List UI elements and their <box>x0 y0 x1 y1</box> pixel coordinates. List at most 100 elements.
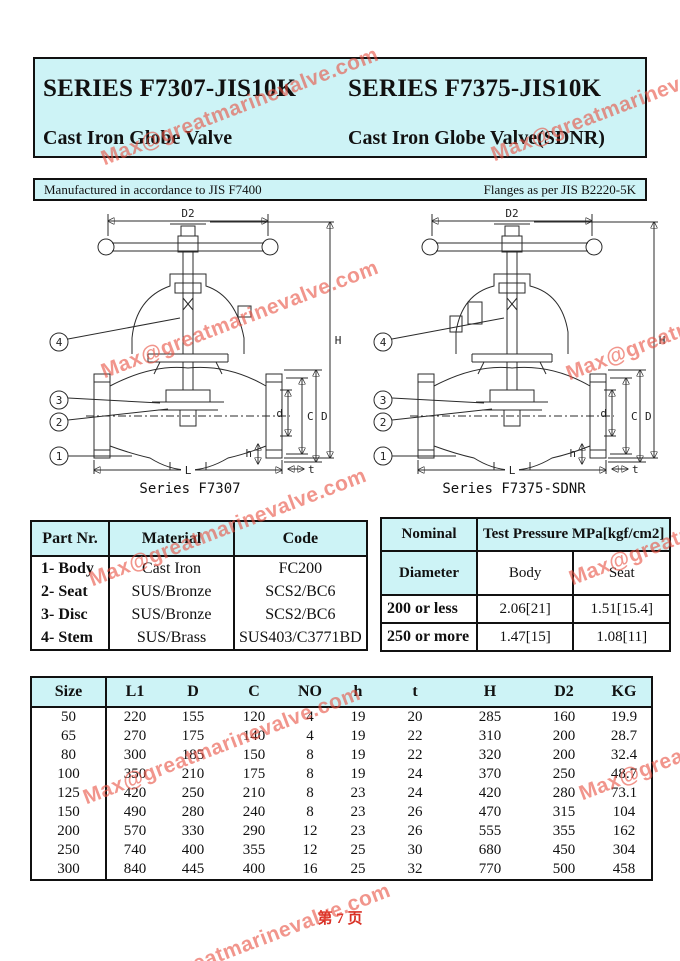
dim-label-d2: D2 <box>181 207 194 220</box>
cell: 120 <box>242 709 266 725</box>
test-pressure-header: Test Pressure MPa[kgf/cm2] <box>475 517 672 552</box>
cell: 400 <box>181 842 205 858</box>
cell: 19 <box>350 747 366 763</box>
diagram-f7375: 4 3 2 1 D2 H d C <box>356 206 672 497</box>
column-header: D2 <box>531 677 597 708</box>
column-header: h <box>335 677 381 708</box>
cell: 8 <box>306 766 314 782</box>
callouts: 4 3 2 1 <box>49 317 181 466</box>
seat-subheader: Seat <box>572 550 672 596</box>
cell: 490 <box>123 804 147 820</box>
callout-2: 2 <box>380 416 387 429</box>
dim-label-t: t <box>308 463 315 476</box>
valve-drawing-f7307: 4 3 2 1 D2 H d C <box>49 207 342 477</box>
cell: 104 <box>612 804 636 820</box>
cell: 200 <box>31 822 107 841</box>
cell: 23 <box>350 785 366 801</box>
pressure-header-row-2: Diameter Body Seat <box>380 550 672 596</box>
cell: 150 <box>31 803 107 822</box>
callout-3: 3 <box>56 394 63 407</box>
cell: 160 <box>552 709 576 725</box>
dim-label-h: H <box>335 334 342 347</box>
subtitle-left: Cast Iron Globe Valve <box>43 127 233 149</box>
cell: SUS/Brass <box>108 626 235 650</box>
cell: 26 <box>407 804 423 820</box>
cell: 445 <box>181 861 205 877</box>
pressure-table: Nominal Test Pressure MPa[kgf/cm2] Diame… <box>380 517 672 652</box>
column-header: KG <box>597 677 652 708</box>
cell: 26 <box>407 823 423 839</box>
column-header: C <box>223 677 285 708</box>
cell: 458 <box>612 861 636 877</box>
cell: 200 or less <box>380 594 478 624</box>
header-right-column: SERIES F7375-JIS10K Cast Iron Globe Valv… <box>340 59 645 156</box>
cell: 285 <box>478 709 502 725</box>
cell: 175 <box>242 766 266 782</box>
cell: 19.9 <box>610 709 638 725</box>
cell: 355 <box>552 823 576 839</box>
cell: 350 <box>123 766 147 782</box>
cell: 140 <box>242 728 266 744</box>
cell: 320 <box>478 747 502 763</box>
cell: Cast Iron <box>108 556 235 580</box>
cell: 300 <box>31 860 107 880</box>
dim-label-d2: D2 <box>505 207 518 220</box>
cell: 16 <box>302 861 318 877</box>
cell: 155 <box>181 709 205 725</box>
column-header: Size <box>31 677 107 708</box>
page-number: 第 7 页 <box>317 911 363 927</box>
diagram-f7307: 4 3 2 1 D2 H d C <box>32 206 348 497</box>
column-header: t <box>381 677 449 708</box>
accordance-note: Manufactured in accordance to JIS F7400 <box>44 181 262 197</box>
cell: 12 <box>302 842 318 858</box>
cell: 315 <box>552 804 576 820</box>
cell: 8 <box>306 785 314 801</box>
valve-drawing-f7375: 4 3 2 1 D2 H d C <box>373 207 665 477</box>
cell: 770 <box>478 861 502 877</box>
cell: SUS403/C3771BD <box>233 626 368 650</box>
cell: 840 <box>123 861 147 877</box>
dim-label-c: C <box>631 410 638 423</box>
cell: 4 <box>306 728 314 744</box>
cell: 185 <box>181 747 205 763</box>
dim-label-d-bore: d <box>276 407 283 420</box>
cell: 2.06[21] <box>475 594 575 624</box>
cell: 25 <box>350 861 366 877</box>
cell: 30 <box>407 842 423 858</box>
cell: 12 <box>302 823 318 839</box>
dim-label-t: t <box>632 463 639 476</box>
cell: 250 <box>31 841 107 860</box>
cell: 32 <box>407 861 423 877</box>
cell: 24 <box>407 766 423 782</box>
cell: 19 <box>350 728 366 744</box>
cell: SCS2/BC6 <box>233 580 368 603</box>
body-subheader: Body <box>475 550 575 596</box>
handwheel <box>421 223 603 256</box>
cell: 22 <box>407 747 423 763</box>
cell: 19 <box>350 709 366 725</box>
cell: 32.4 <box>610 747 638 763</box>
cell: 270 <box>123 728 147 744</box>
callout-4: 4 <box>380 336 387 349</box>
cell: 220 <box>123 709 147 725</box>
cell: 250 or more <box>380 622 478 652</box>
cell: 210 <box>181 766 205 782</box>
column-header: NO <box>285 677 335 708</box>
